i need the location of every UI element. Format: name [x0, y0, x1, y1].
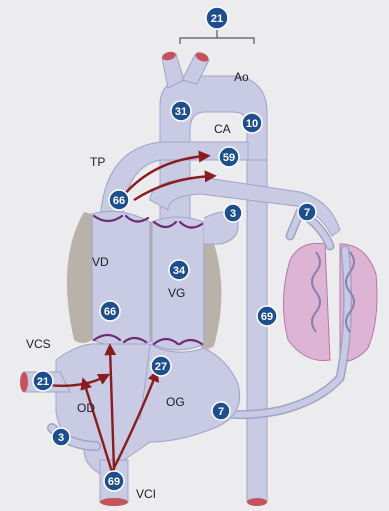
vcs-cap [20, 372, 28, 392]
svg-text:21: 21 [211, 13, 223, 25]
left-ventricle [152, 217, 204, 350]
label-vg: VG [168, 286, 185, 300]
svg-text:3: 3 [230, 208, 236, 220]
svg-text:3: 3 [58, 432, 64, 444]
descending-aorta-cap [247, 498, 267, 506]
label-tp: TP [90, 155, 105, 169]
badge-og: 27 [151, 356, 171, 376]
label-vcs: VCS [26, 337, 51, 351]
badge-pulmonary-vein: 7 [298, 203, 316, 221]
badge-ca: 10 [242, 113, 262, 133]
badge-od-small: 3 [52, 428, 70, 446]
svg-text:10: 10 [246, 118, 258, 130]
label-ca: CA [214, 122, 231, 136]
label-vd: VD [92, 255, 109, 269]
svg-text:7: 7 [218, 406, 224, 418]
badge-vg: 34 [169, 260, 189, 280]
svg-text:7: 7 [304, 207, 310, 219]
label-od: OD [77, 401, 95, 415]
badge-vci: 69 [104, 471, 124, 491]
right-ventricle [92, 211, 150, 346]
label-og: OG [166, 395, 185, 409]
svg-text:34: 34 [173, 265, 186, 277]
badge-tp-flow: 59 [219, 147, 239, 167]
badge-lv-small: 3 [224, 204, 242, 222]
badge-vcs: 21 [33, 371, 53, 391]
svg-text:66: 66 [104, 306, 116, 318]
badge-vd: 66 [100, 301, 120, 321]
descending-aorta [247, 150, 267, 506]
badge-top: 21 [206, 7, 228, 29]
badge-descending-aorta: 69 [257, 306, 277, 326]
label-ao: Ao [234, 70, 249, 84]
svg-text:66: 66 [113, 195, 125, 207]
badge-aorta-arch: 31 [171, 101, 191, 121]
label-vci: VCI [136, 487, 156, 501]
badge-og-vein: 7 [212, 402, 230, 420]
svg-text:69: 69 [261, 311, 273, 323]
svg-text:31: 31 [175, 106, 187, 118]
badge-tp-trunk: 66 [109, 190, 129, 210]
svg-text:69: 69 [108, 476, 120, 488]
vci-cap [100, 498, 128, 506]
svg-text:21: 21 [37, 376, 49, 388]
svg-text:59: 59 [223, 152, 235, 164]
svg-text:27: 27 [155, 361, 167, 373]
